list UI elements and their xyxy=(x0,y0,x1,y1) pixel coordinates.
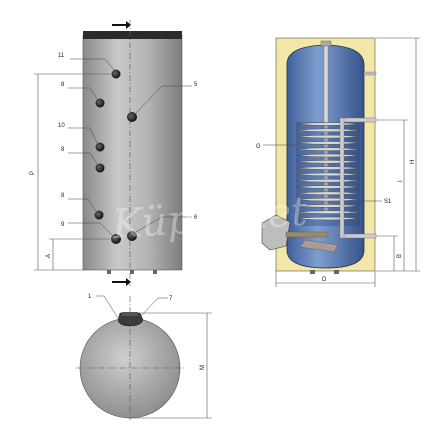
leader-8-upper xyxy=(68,87,98,100)
port-8-upper xyxy=(95,98,105,108)
port-label-9: 9 xyxy=(61,222,65,228)
leader-5 xyxy=(135,85,192,114)
port-label-5: 5 xyxy=(194,82,198,88)
leader-s1 xyxy=(349,200,382,213)
port-label-11: 11 xyxy=(58,53,65,59)
leader-8-lower xyxy=(68,198,97,212)
top-fitting-cap xyxy=(122,312,138,316)
tank-foot xyxy=(107,270,111,274)
right-stub-top xyxy=(363,71,377,76)
leader-11 xyxy=(70,58,115,71)
label-7: 7 xyxy=(169,296,173,302)
port-label-10: 10 xyxy=(58,123,65,129)
label-g: G xyxy=(256,144,261,150)
leader-1 xyxy=(96,295,119,319)
tank-foot xyxy=(153,270,157,274)
port-10 xyxy=(95,142,105,152)
dim-label-d: D xyxy=(322,277,327,283)
leader-9 xyxy=(68,222,113,236)
leader-6 xyxy=(135,216,192,233)
leader-8-middle xyxy=(68,152,98,165)
port-6 xyxy=(127,231,137,241)
port-11 xyxy=(111,69,121,79)
dim-label-b: B xyxy=(397,254,403,258)
leader-10 xyxy=(68,127,98,144)
label-s1: S1 xyxy=(384,199,392,205)
port-8-middle xyxy=(95,163,105,173)
coil-right-riser xyxy=(339,117,345,239)
section-foot xyxy=(310,270,315,274)
port-5 xyxy=(127,112,137,122)
section-view: G S1 H I B D xyxy=(256,37,420,287)
anode-cap xyxy=(320,40,332,47)
port-8-lower xyxy=(94,210,104,220)
leader-7 xyxy=(140,297,168,317)
port-label-8-middle: 8 xyxy=(61,147,65,153)
dim-label-h: H xyxy=(410,160,416,164)
coil-outlet-pipe xyxy=(339,233,377,239)
center-arrow-top xyxy=(112,21,131,29)
label-1: 1 xyxy=(88,294,92,300)
heater-element xyxy=(285,231,329,238)
top-fitting xyxy=(117,312,144,327)
center-arrow-bottom xyxy=(112,278,131,286)
dim-label-i: I xyxy=(398,180,404,182)
port-label-8-upper: 8 xyxy=(61,82,65,88)
inspection-flange xyxy=(261,214,291,251)
front-view: 11 8 5 10 8 8 9 6 P A xyxy=(30,20,198,286)
heater-loop xyxy=(299,239,339,253)
dim-label-m: M xyxy=(200,365,206,370)
port-label-6: 6 xyxy=(194,215,198,221)
dim-label-p: P xyxy=(30,171,36,175)
coil-inlet-pipe xyxy=(339,117,377,123)
tank-foot xyxy=(130,270,134,274)
port-9 xyxy=(111,234,121,244)
section-foot xyxy=(334,270,339,274)
tank-top-cap xyxy=(83,31,182,39)
top-view: 1 7 M xyxy=(76,294,212,420)
port-label-8-lower: 8 xyxy=(61,193,65,199)
dim-label-a: A xyxy=(46,254,52,258)
